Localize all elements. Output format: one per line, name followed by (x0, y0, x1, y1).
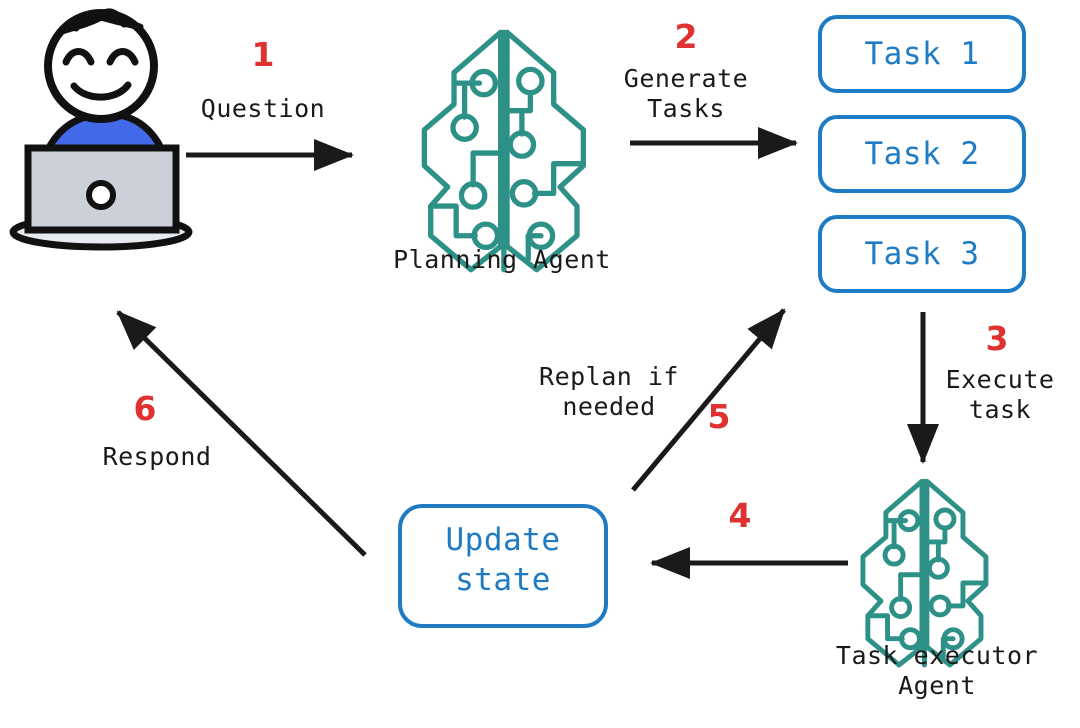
step-number-2: 2 (674, 17, 698, 56)
step-label-6-respond: Respond (102, 442, 212, 471)
step-label-5-replan-if: Replan if (539, 362, 679, 391)
step-number-5: 5 (707, 397, 731, 436)
user-eye-right (106, 48, 139, 66)
task-executor-caption-line1: Task executor (835, 641, 1039, 670)
user-eye-left (62, 48, 95, 66)
step-label-1-question: Question (200, 94, 326, 123)
planning-agent-caption: Planning Agent (393, 245, 611, 274)
step-number-1: 1 (251, 35, 275, 74)
task-box-3[interactable] (818, 215, 1026, 293)
step-label-2-tasks: Tasks (647, 94, 725, 123)
laptop-logo-icon (86, 180, 116, 210)
user-hair-icon (58, 8, 144, 35)
user-smile (70, 81, 132, 101)
step-label-3-execute: Execute (945, 365, 1055, 394)
update-state-box[interactable] (398, 504, 608, 628)
task-executor-brain-icon (860, 478, 989, 668)
task-box-1[interactable] (818, 15, 1026, 93)
step-label-2-generate: Generate (623, 64, 749, 93)
step-label-3-task: task (968, 395, 1032, 424)
step-number-3: 3 (985, 319, 1009, 358)
laptop-screen (24, 144, 180, 234)
planning-agent-brain-icon (421, 29, 587, 273)
step-number-6: 6 (133, 389, 157, 428)
arrow-5-replan-if-needed (631, 308, 786, 492)
task-executor-caption-line2: Agent (898, 671, 976, 700)
user-figure (9, 8, 193, 251)
arrow-6-respond (116, 310, 367, 557)
step-number-4: 4 (728, 496, 752, 535)
task-box-2[interactable] (818, 115, 1026, 193)
step-label-5-needed: needed (562, 392, 656, 421)
